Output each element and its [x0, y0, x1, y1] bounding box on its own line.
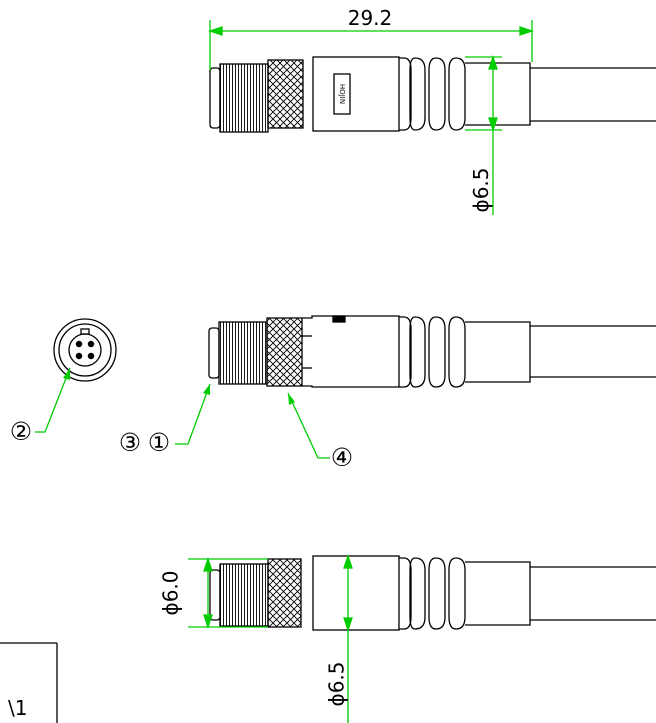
connector-body: [312, 555, 400, 631]
balloon-3: ③: [119, 428, 141, 457]
connector-front-face: [53, 318, 117, 382]
balloon-1: ①: [148, 428, 170, 457]
title-block-text: \1: [8, 696, 27, 720]
knurled-nut: [267, 59, 304, 129]
latch-key: [332, 315, 346, 323]
knurled-nut: [266, 317, 303, 387]
leader-lines: [35, 367, 330, 459]
balloon-2: ②: [10, 417, 32, 446]
title-block-fragment: [0, 642, 58, 723]
dimension-thread-diameter: [188, 556, 268, 630]
balloon-4: ④: [331, 443, 353, 472]
dimension-text-thread: ϕ6.0: [159, 571, 183, 616]
dimension-body-diameter-top: [465, 54, 502, 215]
contact-pin: [87, 340, 95, 348]
dimension-body-diameter-bottom: [343, 553, 353, 723]
dimension-text-length: 29.2: [348, 6, 393, 30]
thread-section: [218, 321, 268, 385]
dimension-text-diameter-top: ϕ6.5: [469, 168, 493, 213]
leader-arrowheads: [63, 368, 295, 405]
contact-pin: [75, 340, 83, 348]
brand-label-text: HOJIN: [338, 84, 346, 104]
knurled-nut: [267, 558, 302, 628]
dimension-overall-length: [207, 20, 535, 70]
thread-section: [219, 563, 269, 627]
connector-view-middle: [208, 315, 656, 388]
contact-pin: [75, 352, 83, 360]
contact-pin: [87, 352, 95, 360]
dimension-text-diameter-bottom: ϕ6.5: [325, 662, 349, 707]
connector-view-bottom: [209, 555, 656, 631]
thread-section: [219, 63, 269, 133]
connector-view-top: [209, 56, 656, 133]
connector-body: [312, 56, 400, 132]
brand-label-box: [333, 73, 351, 115]
